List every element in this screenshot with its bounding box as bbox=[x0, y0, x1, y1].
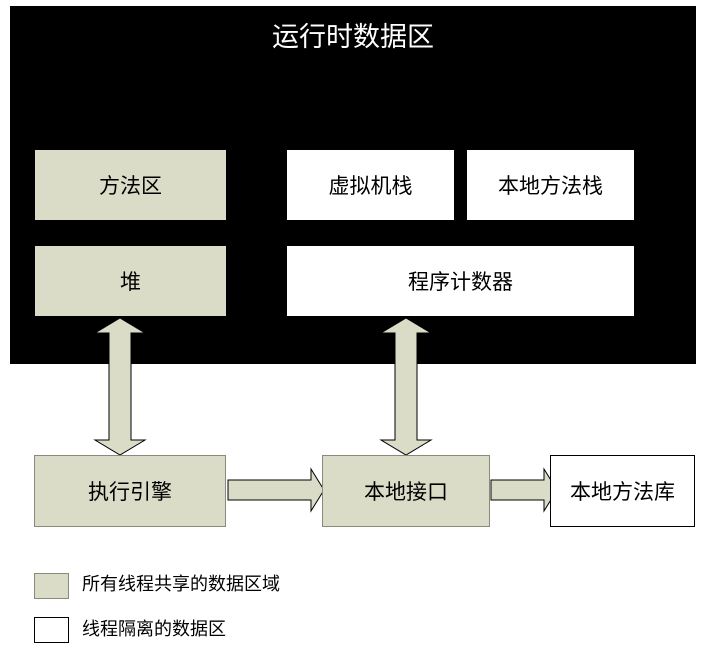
runtime-data-area-title: 运行时数据区 bbox=[272, 22, 434, 53]
native-method-stack-label: 本地方法栈 bbox=[498, 174, 603, 198]
legend-shared-swatch bbox=[34, 573, 69, 599]
heap-label: 堆 bbox=[120, 270, 141, 294]
native-method-stack-box: 本地方法栈 bbox=[467, 150, 634, 220]
engine-interface-arrow bbox=[227, 467, 325, 513]
legend-shared-label: 所有线程共享的数据区域 bbox=[82, 574, 280, 595]
native-interface-box: 本地接口 bbox=[322, 455, 490, 527]
vm-stack-box: 虚拟机栈 bbox=[287, 150, 454, 220]
native-interface-label: 本地接口 bbox=[364, 480, 448, 504]
execution-engine-label: 执行引擎 bbox=[88, 480, 172, 504]
execution-engine-box: 执行引擎 bbox=[34, 455, 226, 527]
legend-isolated-label: 线程隔离的数据区 bbox=[82, 619, 226, 640]
interface-library-arrow bbox=[490, 467, 558, 513]
vm-stack-label: 虚拟机栈 bbox=[328, 174, 413, 198]
heap-box: 堆 bbox=[35, 246, 226, 316]
legend-isolated-swatch bbox=[34, 617, 69, 643]
method-area-box: 方法区 bbox=[35, 150, 226, 220]
program-counter-label: 程序计数器 bbox=[408, 270, 513, 294]
method-area-label: 方法区 bbox=[99, 174, 162, 198]
program-counter-box: 程序计数器 bbox=[287, 246, 634, 316]
heap-engine-double-arrow bbox=[93, 317, 147, 456]
native-method-library-label: 本地方法库 bbox=[570, 480, 675, 504]
pc-interface-double-arrow bbox=[379, 317, 433, 456]
native-method-library-box: 本地方法库 bbox=[550, 455, 695, 527]
